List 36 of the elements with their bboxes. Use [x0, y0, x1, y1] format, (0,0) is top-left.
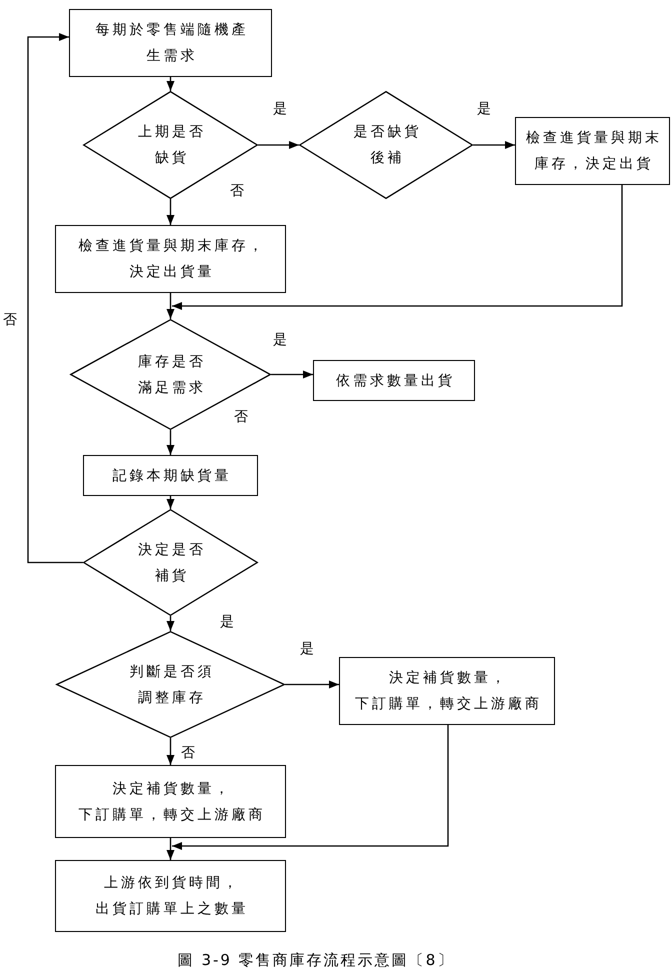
- process-box: 檢查進貨量與期末庫存，決定出貨: [515, 117, 670, 185]
- edge-label: 否: [233, 409, 249, 425]
- arrow: [166, 430, 174, 455]
- arrow: [166, 293, 174, 319]
- edge-label: 是: [299, 641, 315, 657]
- arrow: [271, 370, 313, 378]
- process-box: 上游依到貨時間，出貨訂購單上之數量: [55, 860, 286, 932]
- arrow: [166, 199, 174, 225]
- edge-label: 是: [476, 101, 492, 117]
- arrow: [172, 185, 623, 310]
- arrow: [258, 141, 299, 149]
- arrow: [172, 725, 449, 850]
- arrow: [166, 738, 174, 765]
- arrow: [166, 616, 174, 631]
- edge-label: 否: [180, 745, 196, 761]
- process-box: 決定補貨數量，下訂購單，轉交上游廠商: [55, 765, 286, 838]
- process-box: 檢查進貨量與期末庫存，決定出貨量: [55, 225, 286, 293]
- edge-label: 否: [2, 312, 18, 328]
- arrow: [473, 141, 515, 149]
- process-box: 記錄本期缺貨量: [83, 455, 258, 496]
- process-box: 每期於零售端隨機產生需求: [69, 9, 272, 77]
- process-box: 決定補貨數量，下訂購單，轉交上游廠商: [339, 657, 555, 725]
- arrow: [166, 496, 174, 509]
- decision-diamond: 決定是否補貨: [83, 509, 258, 616]
- edge-label: 是: [272, 332, 288, 348]
- arrow: [27, 33, 83, 564]
- arrow: [166, 77, 174, 91]
- edge-label: 是: [272, 101, 288, 117]
- process-box: 依需求數量出貨: [313, 360, 475, 401]
- edge-label: 否: [229, 183, 245, 199]
- decision-diamond: 判斷是否須調整庫存: [56, 631, 285, 738]
- arrow: [166, 838, 174, 860]
- decision-diamond: 是否缺貨後補: [299, 91, 473, 199]
- arrow: [285, 680, 339, 688]
- caption: 圖 3-9 零售商庫存流程示意圖〔8〕: [176, 950, 456, 970]
- edge-label: 是: [219, 614, 235, 630]
